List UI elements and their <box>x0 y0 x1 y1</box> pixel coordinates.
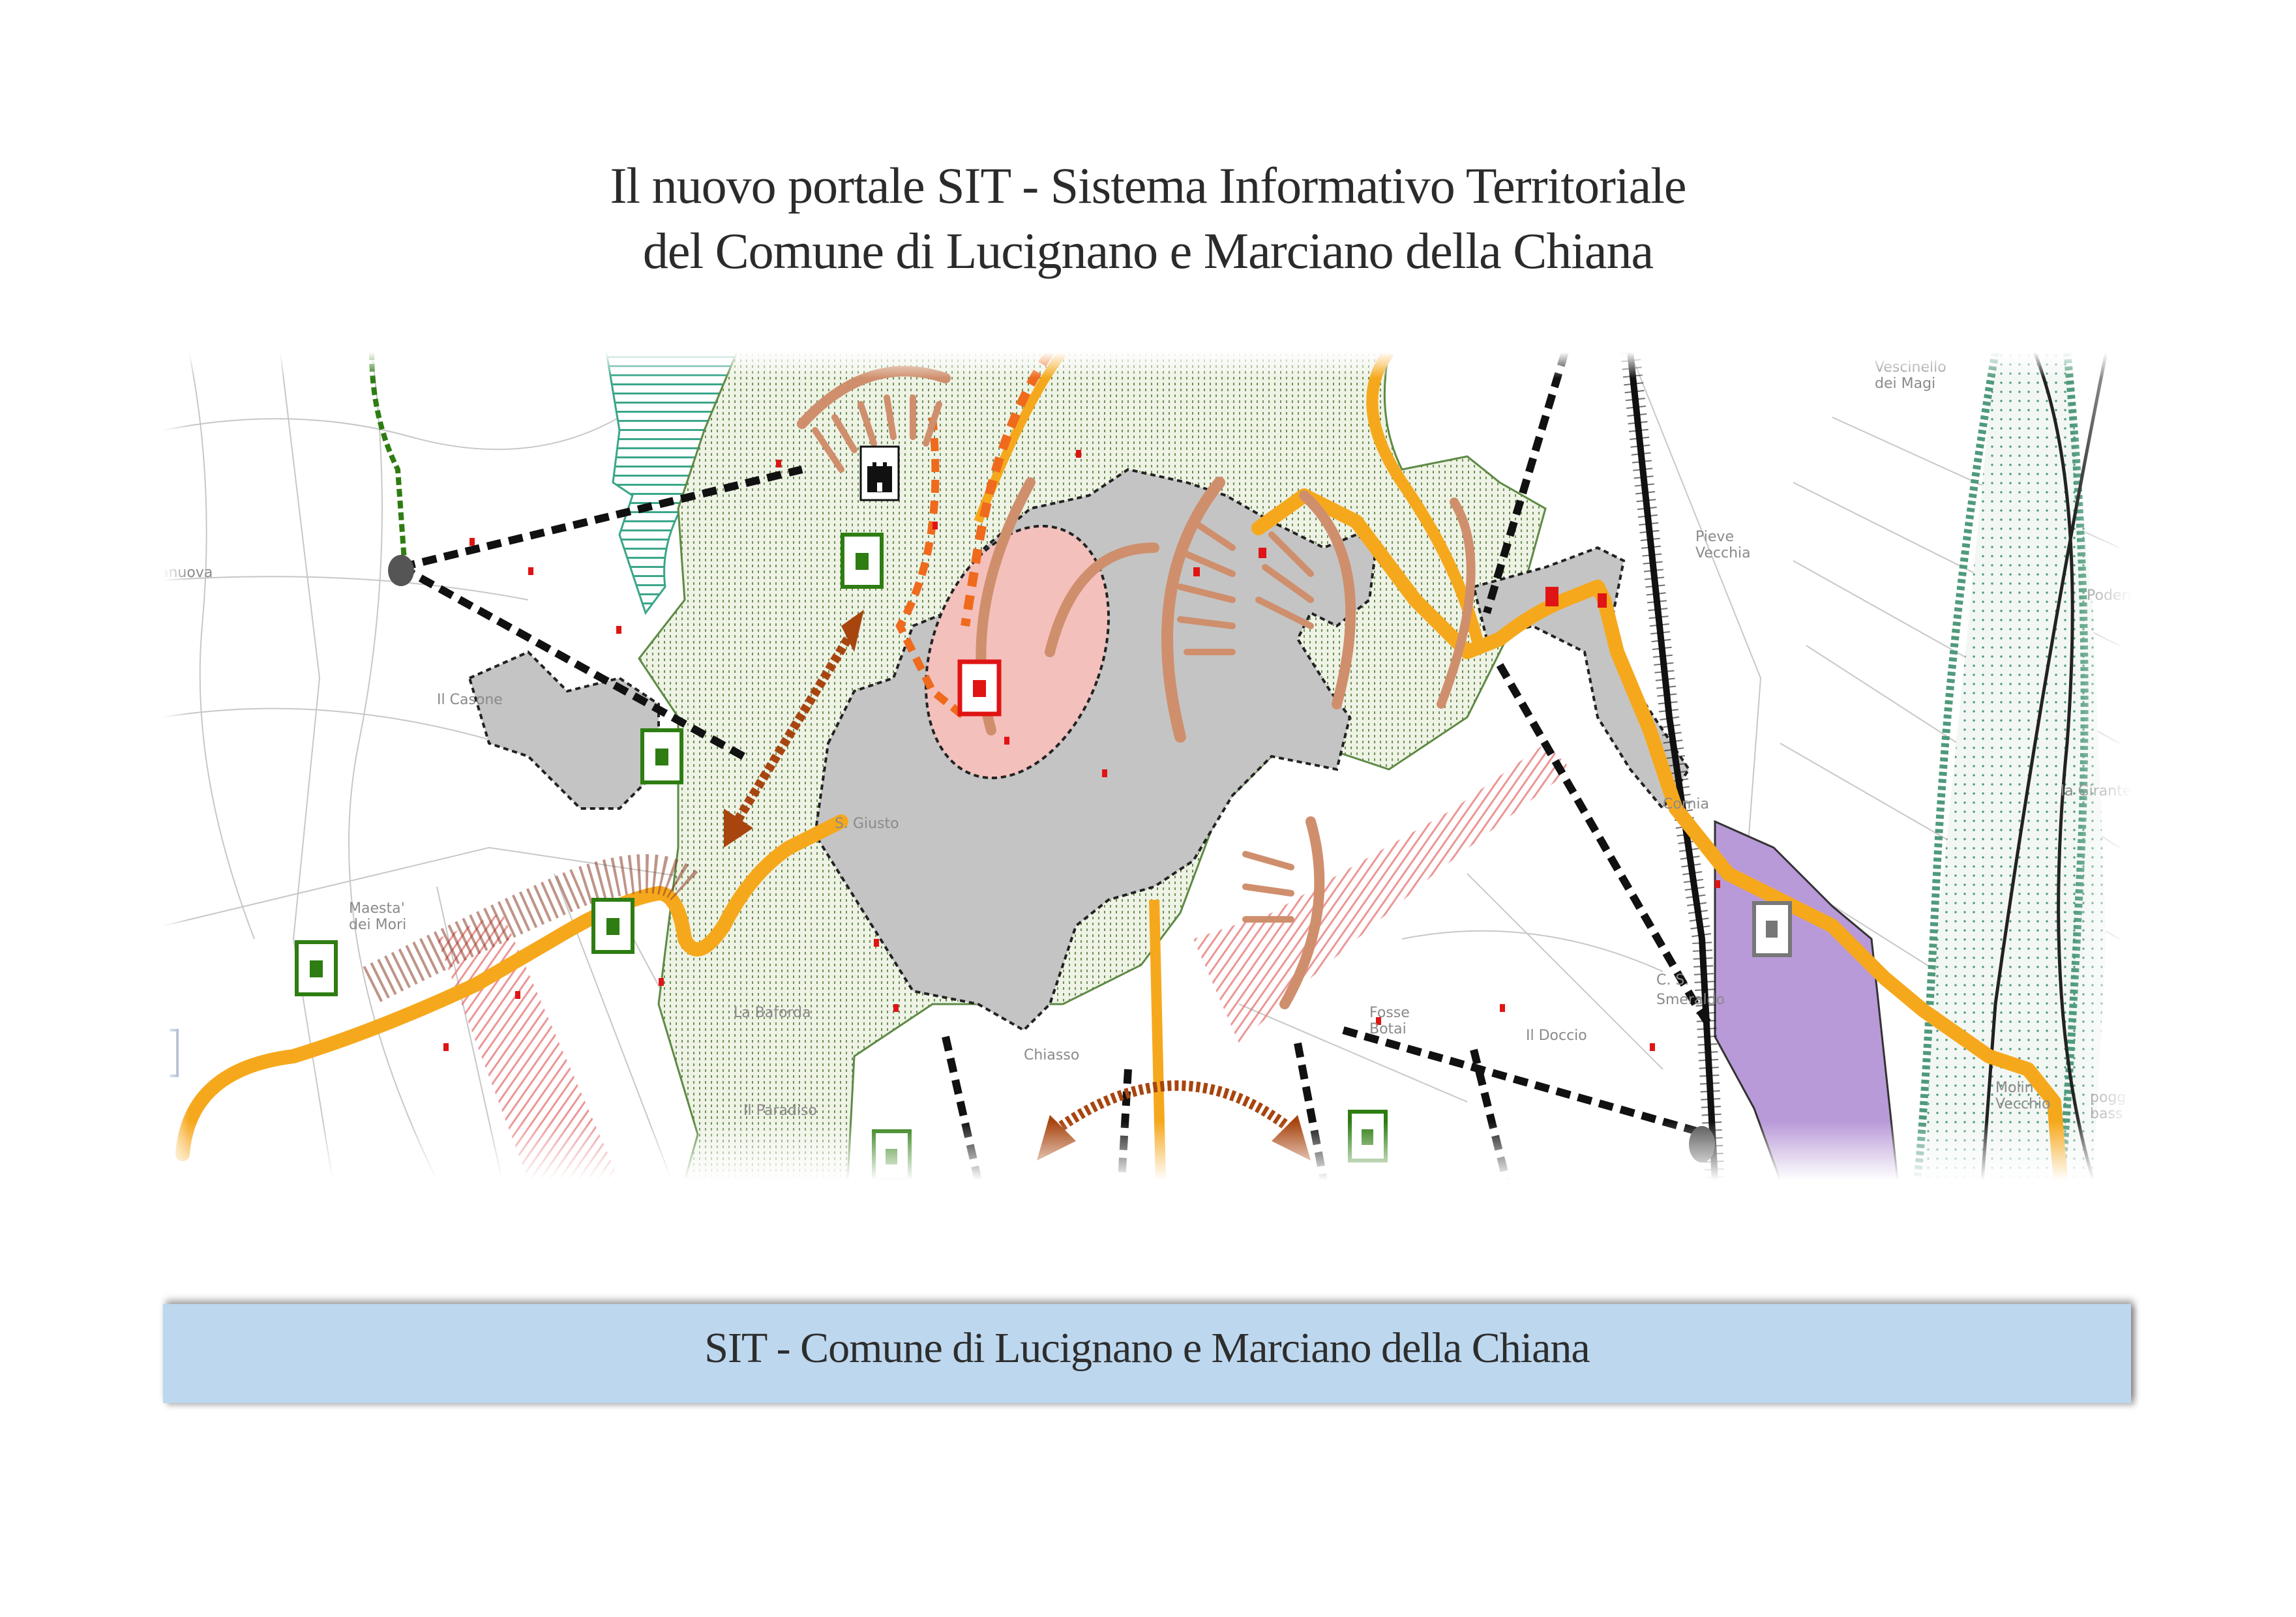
map-fade <box>163 1121 2132 1180</box>
heritage-site-red-icon[interactable] <box>957 659 1002 717</box>
label-il-casone: Il Casone <box>437 692 503 708</box>
double-arrow-icon <box>1047 1080 1302 1139</box>
sit-link-banner[interactable]: SIT - Comune di Lucignano e Marciano del… <box>163 1304 2131 1403</box>
label-pieve: Pieve <box>1695 529 1734 545</box>
label-vecchia: Vecchia <box>1695 545 1751 561</box>
label-vecchio: Vecchio <box>1995 1096 2051 1112</box>
label-smeraldo: Smeraldo <box>1656 992 1725 1008</box>
label-cs: C. S. <box>1656 972 1689 988</box>
label-il-paradiso: Il Paradiso <box>743 1103 817 1119</box>
ridge-band <box>363 854 699 1002</box>
label-cornia: Cornia <box>1663 796 1709 812</box>
green-trail <box>369 352 407 561</box>
map-canvas: anuova Il Casone Maesta' dei Mori La Baf… <box>163 352 2132 1180</box>
label-dei-mori: dei Mori <box>349 917 406 933</box>
castle-icon[interactable] <box>859 445 900 501</box>
node-circle-icon[interactable] <box>388 555 414 586</box>
page-title: Il nuovo portale SIT - Sistema Informati… <box>0 153 2296 284</box>
map-fade <box>163 352 189 1180</box>
label-botai: Botai <box>1369 1021 1407 1037</box>
label-il-doccio: Il Doccio <box>1526 1028 1587 1044</box>
building-marks <box>443 450 1720 1051</box>
label-s-giusto: S. Giusto <box>835 816 899 832</box>
double-arrow-icon <box>733 636 852 824</box>
grey-site-icon[interactable] <box>1752 901 1792 957</box>
urban-area-west[interactable] <box>468 650 660 810</box>
map-fade <box>163 352 2132 378</box>
banner-label[interactable]: SIT - Comune di Lucignano e Marciano del… <box>704 1324 1590 1372</box>
label-chiasso: Chiasso <box>1024 1047 1079 1063</box>
label-la-baforda: La Baforda <box>734 1005 811 1021</box>
main-road-east[interactable] <box>1251 488 2068 1180</box>
page-title-line2: del Comune di Lucignano e Marciano della… <box>642 222 1654 279</box>
view-cones <box>797 366 1476 1009</box>
label-dei-magi: dei Magi <box>1875 376 1935 392</box>
label-fosse: Fosse <box>1369 1005 1410 1021</box>
map-fade <box>2074 352 2132 1180</box>
page-title-line1: Il nuovo portale SIT - Sistema Informati… <box>610 157 1686 214</box>
buffer-band-east <box>1193 743 1572 1043</box>
territorial-map[interactable]: anuova Il Casone Maesta' dei Mori La Baf… <box>163 352 2132 1180</box>
label-maesta: Maesta' <box>349 900 405 917</box>
label-molin: Molin <box>1995 1080 2034 1096</box>
